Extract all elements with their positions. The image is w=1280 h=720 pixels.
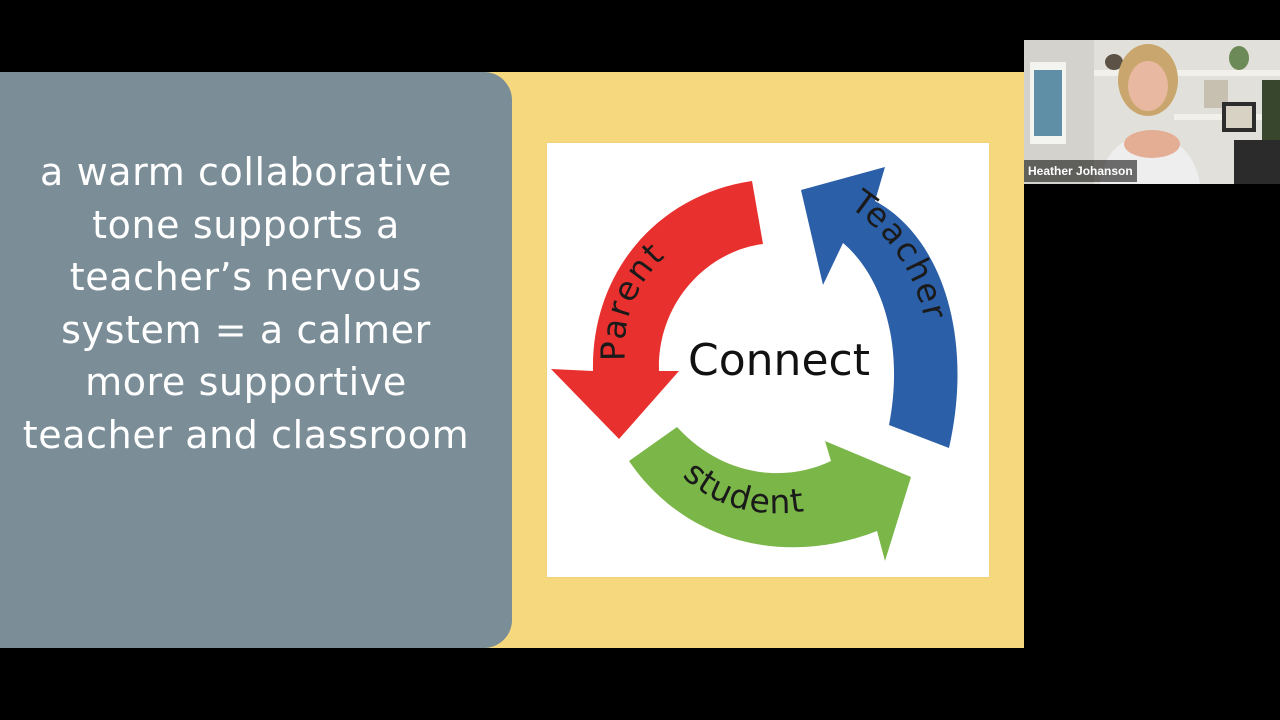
participant-video-feed [1024, 40, 1280, 184]
student-arrow [629, 427, 911, 561]
slide-text-panel: a warm collaborative tone supports a tea… [0, 72, 512, 648]
center-label: Connect [688, 335, 870, 386]
connect-diagram: Parent Teacher student Connect [547, 143, 989, 577]
shared-slide: a warm collaborative tone supports a tea… [0, 72, 1024, 648]
participant-name-label: Heather Johanson [1024, 160, 1137, 182]
teacher-arrow [801, 167, 958, 448]
participant-video-tile[interactable]: Heather Johanson [1024, 40, 1280, 184]
parent-arrow [551, 181, 763, 439]
slide-body-text: a warm collaborative tone supports a tea… [22, 150, 470, 457]
